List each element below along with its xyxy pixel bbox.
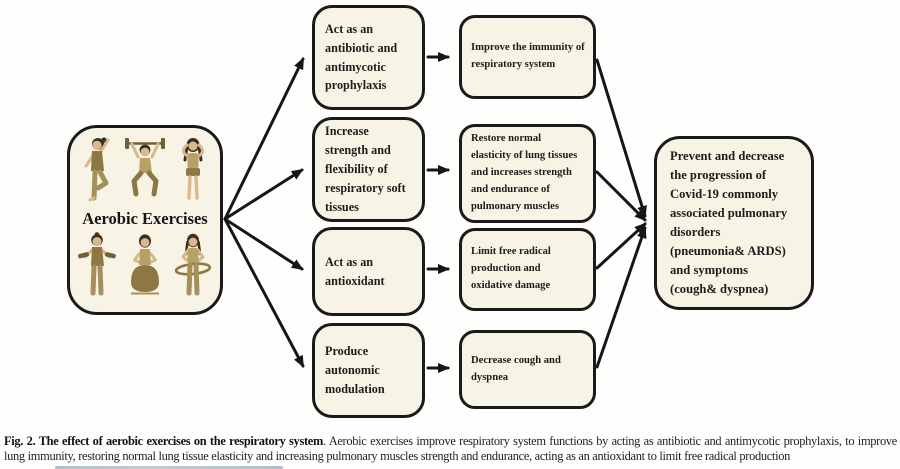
figure-caption-title: Fig. 2. The effect of aerobic exercises …	[4, 434, 324, 448]
arrow-effect-3-to-outcome	[595, 226, 647, 369]
node-aerobic-exercises: Aerobic Exercises	[67, 125, 223, 315]
clipped-next-line-sliver	[55, 466, 283, 469]
figure-caption: Fig. 2. The effect of aerobic exercises …	[4, 434, 897, 464]
arrow-effect-0-to-outcome	[595, 58, 647, 218]
woman-hands-behind-head-icon	[182, 138, 204, 200]
arrow-source-to-mechanism-2	[223, 217, 304, 271]
woman-dumbbell-curl-icon	[78, 232, 116, 296]
source-node-label: Aerobic Exercises	[82, 209, 208, 229]
woman-overhead-barbell-squat-icon	[125, 138, 165, 197]
woman-arm-raise-stretch-icon	[84, 137, 110, 202]
woman-hula-hoop-icon	[174, 233, 212, 296]
arrow-source-to-mechanism-1	[223, 168, 304, 221]
exercise-figures-bottom-row	[74, 232, 216, 304]
arrow-source-to-mechanism-0	[223, 57, 305, 221]
arrow-layer	[223, 52, 647, 373]
exercise-figures-top-row	[74, 136, 216, 208]
figure-caption-text: . Aerobic exercises improve respiratory …	[4, 434, 897, 464]
arrow-source-to-mechanism-3	[223, 217, 305, 368]
woman-floor-sit-pose-icon	[131, 234, 159, 295]
arrow-effect-1-to-outcome	[595, 170, 647, 222]
arrow-effect-2-to-outcome	[595, 222, 647, 270]
